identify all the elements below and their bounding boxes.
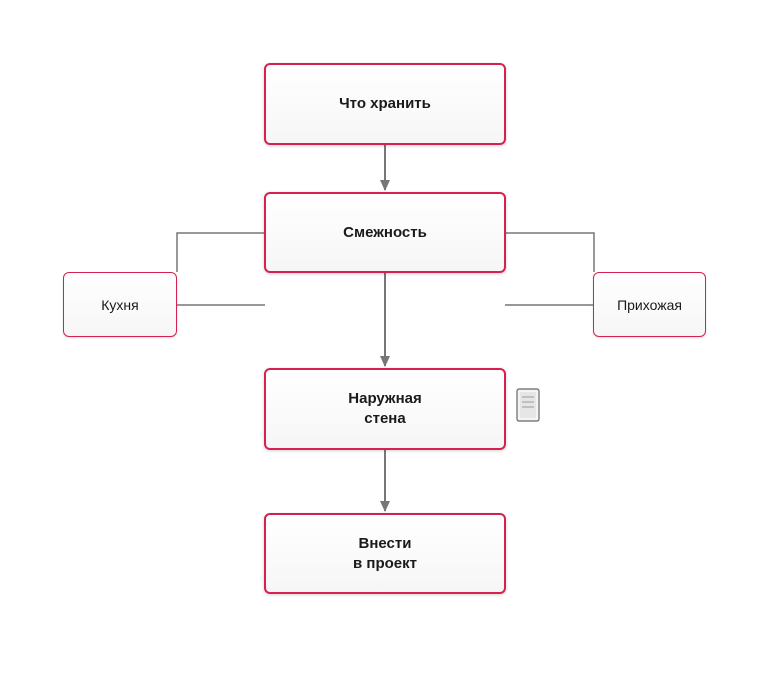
arrowhead-store-to-adjacency: [380, 180, 390, 191]
node-outer-wall-label: Наружная стена: [348, 390, 422, 427]
node-adjacency-label: Смежность: [343, 223, 427, 241]
node-hallway-label: Прихожая: [617, 296, 682, 313]
connector-adjacency-to-hallway: [506, 232, 595, 272]
connector-adjacency-to-kitchen: [176, 232, 264, 272]
document-note-icon[interactable]: [516, 388, 540, 422]
node-kitchen-label: Кухня: [101, 296, 139, 313]
node-adjacency[interactable]: Смежность: [264, 192, 506, 273]
arrowhead-wall-to-project: [380, 501, 390, 512]
node-kitchen[interactable]: Кухня: [63, 272, 177, 337]
arrowhead-adjacency-to-wall: [380, 356, 390, 367]
node-what-to-store-label: Что хранить: [339, 95, 431, 112]
node-add-to-project[interactable]: Внести в проект: [264, 513, 506, 594]
node-add-to-project-label: Внести в проект: [353, 534, 417, 572]
node-outer-wall[interactable]: Наружная стена: [264, 368, 506, 450]
node-what-to-store[interactable]: Что хранить: [264, 63, 506, 145]
node-hallway[interactable]: Прихожая: [593, 272, 706, 337]
